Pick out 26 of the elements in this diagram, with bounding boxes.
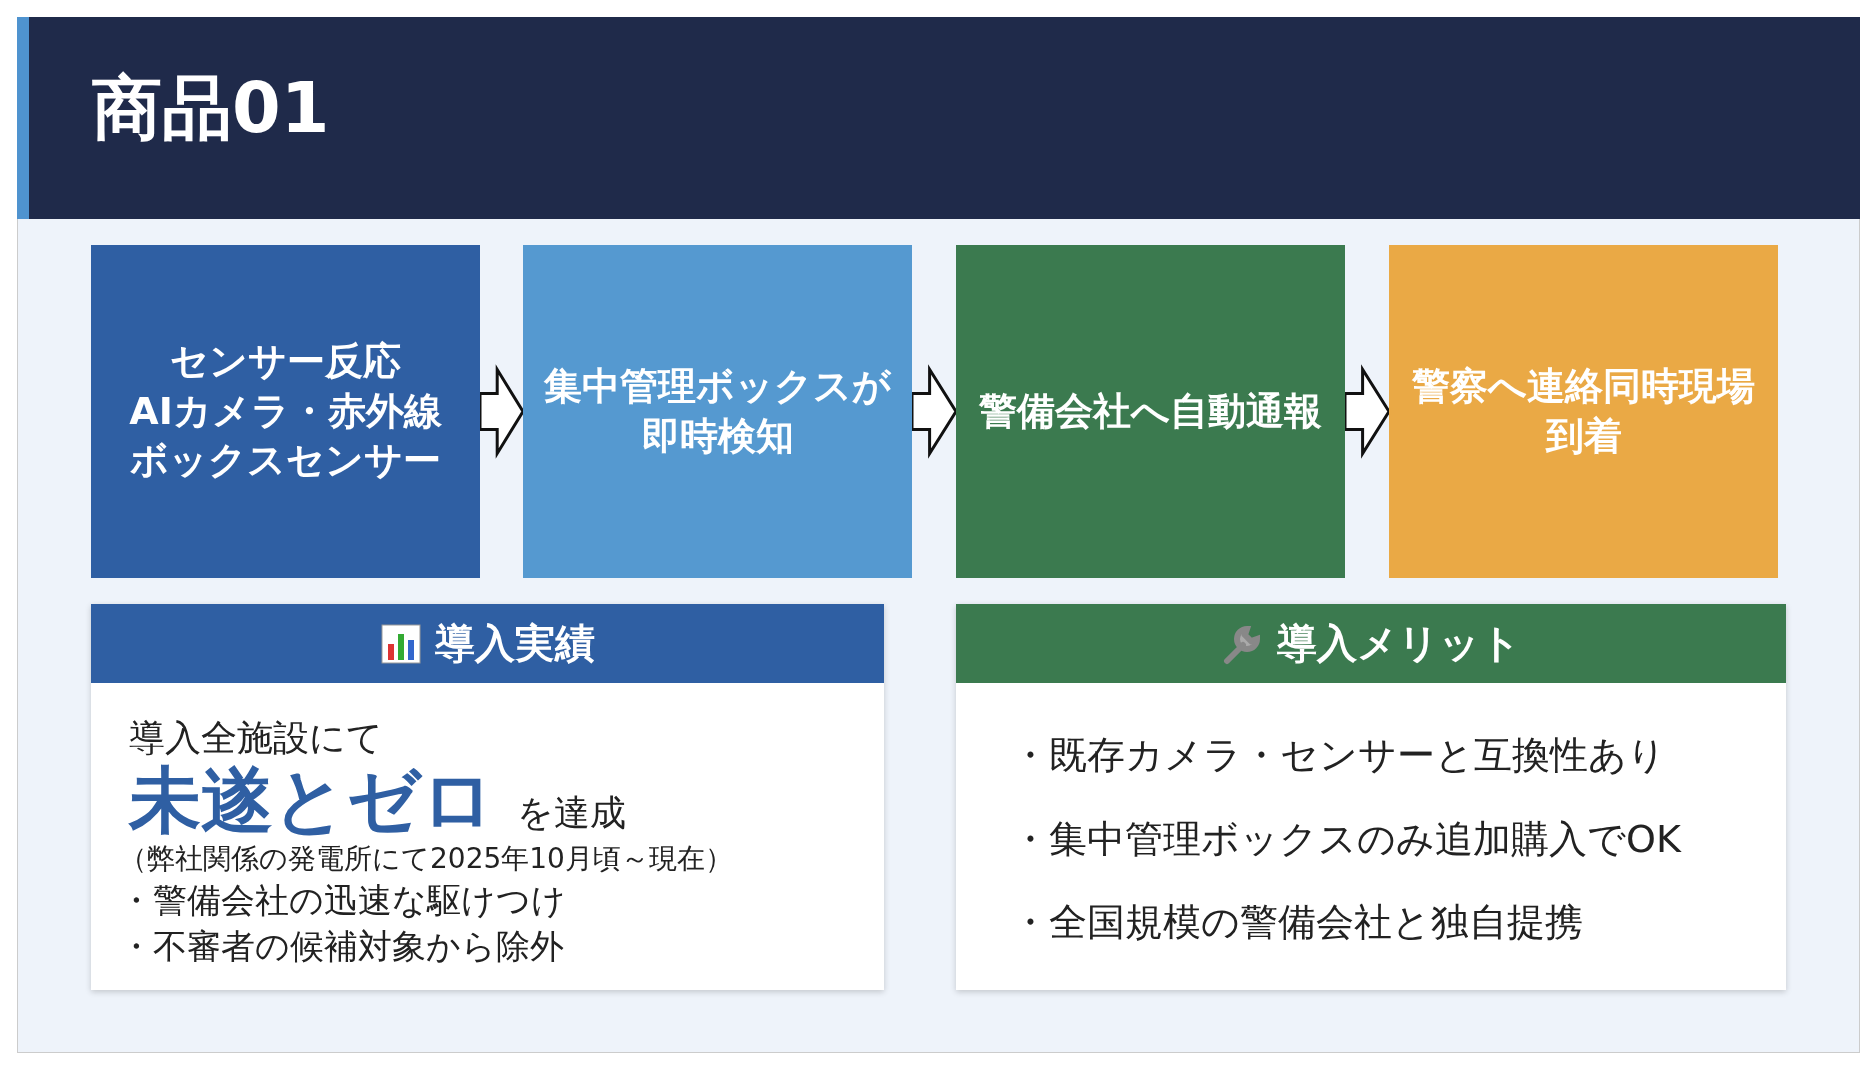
step-text: 集中管理ボックスが即時検知 bbox=[543, 363, 892, 460]
step-text: AIカメラ・赤外線ボックスセンサー bbox=[128, 387, 443, 485]
bullet-item: ・集中管理ボックスのみ追加購入でOK bbox=[1011, 815, 1683, 863]
body-text: 導入全施設にて bbox=[129, 716, 384, 760]
bullet-item: ・既存カメラ・センサーと互換性あり bbox=[1011, 732, 1667, 779]
highlight-text: 未遂とゼロ bbox=[129, 761, 495, 841]
panel-card bbox=[91, 604, 884, 990]
panel-card bbox=[956, 604, 1786, 990]
block-arrow bbox=[1343, 364, 1391, 459]
step-text: センサー反応 bbox=[170, 338, 401, 386]
note-text: （弊社関係の発電所にて2025年10月頃～現在） bbox=[119, 841, 734, 878]
slide-title: 商品01 bbox=[92, 66, 330, 151]
process-box bbox=[1389, 245, 1778, 578]
bullet-item: ・不審者の候補対象から除外 bbox=[119, 925, 565, 969]
block-arrow bbox=[478, 364, 525, 459]
process-box bbox=[523, 245, 912, 578]
bullet-item: ・全国規模の警備会社と独自提携 bbox=[1011, 899, 1584, 947]
panel-heading: 導入実績 bbox=[434, 619, 595, 668]
step-text: 警備会社へ自動通報 bbox=[979, 387, 1322, 435]
body-text: を達成 bbox=[517, 791, 626, 835]
bullet-item: ・警備会社の迅速な駆けつけ bbox=[119, 879, 567, 923]
panel-heading: 導入メリット bbox=[1277, 619, 1521, 668]
block-arrow bbox=[910, 364, 958, 459]
process-box bbox=[956, 245, 1345, 578]
process-box bbox=[91, 245, 480, 578]
step-text: 警察へ連絡同時現場到着 bbox=[1411, 363, 1756, 460]
